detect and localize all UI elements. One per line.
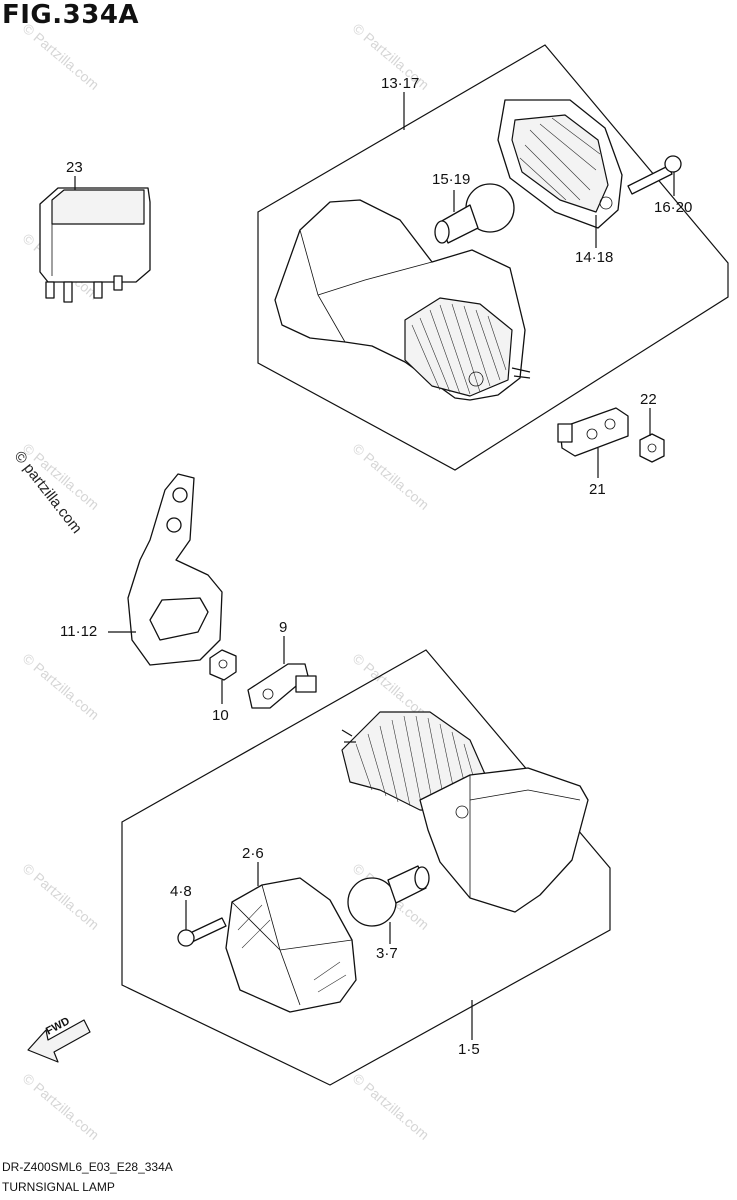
nut-part-22 — [639, 433, 665, 463]
lower-lens — [225, 877, 357, 1013]
diagram-name: TURNSIGNAL LAMP — [2, 1180, 115, 1194]
part-label-4-8[interactable]: 4·8 — [170, 883, 192, 900]
figure-title: FIG.334A — [2, 0, 140, 30]
part-label-1-5[interactable]: 1·5 — [458, 1041, 480, 1058]
part-label-22[interactable]: 22 — [640, 391, 657, 408]
part-label-2-6[interactable]: 2·6 — [242, 845, 264, 862]
lower-assembly-frame — [121, 649, 611, 1086]
lower-bulb — [347, 865, 430, 927]
part-label-11-12[interactable]: 11·12 — [60, 623, 98, 640]
part-label-3-7[interactable]: 3·7 — [376, 945, 398, 962]
leader-lines — [74, 92, 675, 1040]
upper-lens — [497, 99, 623, 229]
part-label-21[interactable]: 21 — [589, 481, 606, 498]
part-label-14-18[interactable]: 14·18 — [575, 249, 614, 266]
upper-bulb — [434, 183, 515, 244]
part-label-15-19[interactable]: 15·19 — [432, 171, 471, 188]
part-label-13-17[interactable]: 13·17 — [381, 75, 420, 92]
relay-part-23 — [39, 187, 151, 303]
washer-plate-part-21 — [557, 407, 629, 457]
plate-part-9 — [247, 663, 317, 709]
lower-screw — [177, 917, 227, 947]
upper-assembly-frame — [257, 44, 729, 471]
lower-lamp-housing — [341, 711, 589, 913]
part-label-16-20[interactable]: 16·20 — [654, 199, 693, 216]
bracket-part-11-12 — [127, 473, 223, 666]
forward-direction-arrow — [27, 1019, 91, 1063]
nut-part-10 — [209, 649, 237, 681]
diagram-code: DR-Z400SML6_E03_E28_334A — [2, 1160, 173, 1174]
upper-screw — [627, 155, 682, 195]
part-label-23[interactable]: 23 — [66, 159, 83, 176]
upper-lamp-housing — [274, 199, 531, 401]
part-label-9[interactable]: 9 — [279, 619, 288, 636]
part-label-10[interactable]: 10 — [212, 707, 229, 724]
